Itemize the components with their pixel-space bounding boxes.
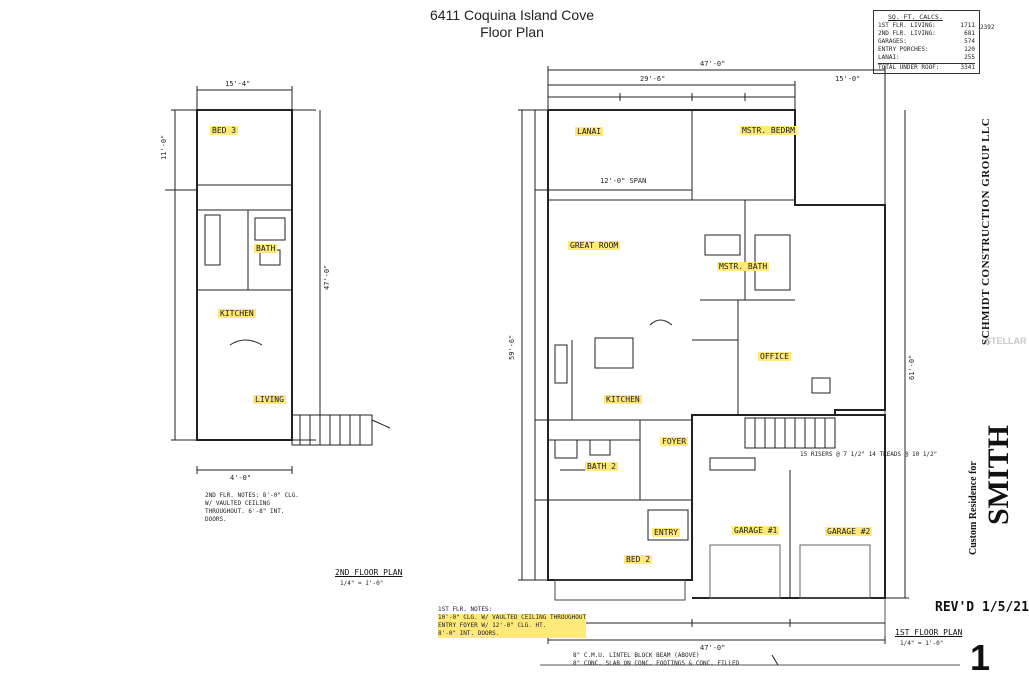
room-2f-bath: BATH	[254, 244, 278, 253]
room-2f-kitchen: KITCHEN	[218, 309, 256, 318]
room-garage-1: GARAGE #1	[732, 526, 780, 535]
dim-1f-right-total: 61'-0"	[908, 354, 916, 380]
1f-notes-line: 10'-0" CLG. W/ VAULTED CEILING THROUGHOU…	[438, 614, 587, 622]
dim-1f-bottom-total: 47'-0"	[700, 644, 726, 652]
dim-1f-top-total: 47'-0"	[700, 60, 726, 68]
sqft-row: 2ND FLR. LIVING:681	[878, 30, 975, 37]
dim-1f-top-right: 15'-0"	[835, 75, 861, 83]
sqft-title: SQ. FT. CALCS.	[888, 13, 943, 21]
room-garage-2: GARAGE #2	[825, 527, 873, 536]
2f-notes: 2ND FLR. NOTES: 8'-0" CLG. W/ VAULTED CE…	[205, 492, 299, 523]
sqft-row: GARAGES:574	[878, 38, 975, 45]
sqft-calc-table: SQ. FT. CALCS. 1ST FLR. LIVING:1711 2ND …	[873, 10, 980, 74]
room-bath-2: BATH 2	[585, 462, 618, 471]
sqft-side-value: 2392	[980, 24, 995, 31]
floor-plan-subtitle: Floor Plan	[480, 24, 544, 40]
1f-footer-notes: 8" C.M.U. LINTEL BLOCK BEAM (ABOVE) 8" C…	[573, 652, 739, 668]
dim-2f-bottom: 4'-0"	[230, 474, 252, 482]
dim-2f-left: 11'-0"	[160, 134, 168, 160]
room-lanai: LANAI	[575, 127, 604, 136]
room-foyer: FOYER	[660, 437, 689, 446]
1f-notes-line: 8'-0" INT. DOORS.	[438, 630, 587, 638]
sheet-number: 1	[970, 637, 991, 678]
dim-2f-top: 15'-4"	[225, 80, 251, 88]
room-2f-living: LIVING	[253, 395, 286, 404]
room-bed-3: BED 3	[210, 126, 239, 135]
sqft-rows: 1ST FLR. LIVING:1711 2ND FLR. LIVING:681…	[878, 22, 975, 72]
revision-date: REV'D 1/5/21	[935, 600, 1029, 615]
1f-footer-line: 8" CONC. SLAB ON CONC. FOOTINGS & CONC. …	[573, 660, 740, 667]
sqft-row: LANAI:255	[878, 54, 975, 61]
dim-1f-left-total: 59'-6"	[508, 334, 516, 360]
dim-2f-right: 47'-0"	[323, 264, 331, 290]
stair-note: 15 RISERS @ 7 1/2" 14 TREADS @ 10 1/2"	[800, 451, 938, 458]
1f-notes-title: 1ST FLR. NOTES:	[438, 606, 493, 613]
room-entry: ENTRY	[652, 528, 681, 537]
sqft-row: ENTRY PORCHES:120	[878, 46, 975, 53]
1f-plan-label: 1ST FLOOR PLAN	[895, 628, 963, 637]
sqft-row: 1ST FLR. LIVING:1711	[878, 22, 975, 29]
1f-footer-line: 8" C.M.U. LINTEL BLOCK BEAM (ABOVE)	[573, 652, 700, 659]
1f-notes-line: ENTRY FOYER W/ 12'-0" CLG. HT.	[438, 622, 587, 630]
2f-plan-label: 2ND FLOOR PLAN	[335, 568, 403, 577]
2f-plan-scale: 1/4" = 1'-0"	[340, 580, 384, 587]
room-bed-2: BED 2	[624, 555, 653, 564]
room-office: OFFICE	[758, 352, 791, 361]
room-master-bath: MSTR. BATH	[717, 262, 770, 271]
watermark: STELLAR	[985, 336, 1027, 346]
room-master-bedroom: MSTR. BEDRM	[740, 126, 797, 135]
1f-notes: 1ST FLR. NOTES: 10'-0" CLG. W/ VAULTED C…	[438, 606, 587, 638]
dim-lanai-span: 12'-0" SPAN	[600, 177, 647, 185]
room-great-room: GREAT ROOM	[568, 241, 621, 250]
1f-plan-scale: 1/4" = 1'-0"	[900, 640, 944, 647]
dim-1f-top-left: 29'-6"	[640, 75, 666, 83]
room-kitchen: KITCHEN	[604, 395, 642, 404]
sqft-total-row: TOTAL UNDER ROOF:3341	[878, 63, 975, 71]
address-title: 6411 Coquina Island Cove	[430, 7, 594, 23]
